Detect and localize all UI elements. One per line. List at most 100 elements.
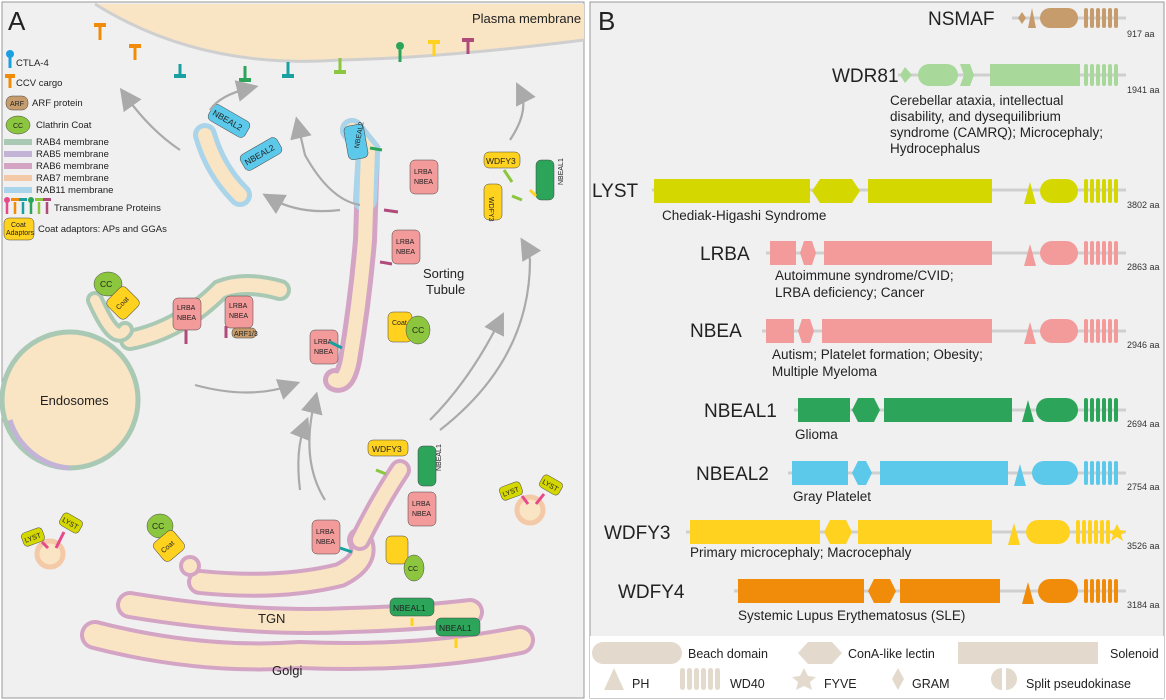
svg-text:WDFY3: WDFY3 [486,156,516,166]
beach-domain-icon [592,642,682,664]
svg-text:NBEA: NBEA [414,179,433,186]
svg-text:LYST: LYST [592,181,639,202]
svg-text:WDFY4: WDFY4 [618,582,685,603]
svg-text:RAB4 membrane: RAB4 membrane [36,137,109,148]
svg-text:Coat: Coat [392,320,407,327]
protein-lyst: LYST 3802 aa Chediak-Higashi Syndrome [592,179,1160,223]
ph-icon [604,668,624,690]
svg-text:2863 aa: 2863 aa [1127,262,1160,272]
legend-tm: Transmembrane Proteins [54,203,161,214]
svg-text:CC: CC [13,123,23,130]
svg-text:NBEAL1: NBEAL1 [558,158,565,185]
protein-nbeal2: NBEAL2 2754 aa Gray Platelet [696,461,1160,504]
svg-text:LRBA: LRBA [229,303,248,310]
svg-text:disability, and dysequilibrium: disability, and dysequilibrium [890,109,1061,124]
svg-text:Gray Platelet: Gray Platelet [793,489,871,504]
svg-text:LRBA: LRBA [414,169,433,176]
svg-text:Beach domain: Beach domain [688,647,768,661]
svg-text:1941 aa: 1941 aa [1127,85,1160,95]
svg-text:TGN: TGN [258,611,285,626]
svg-text:NBEA: NBEA [396,249,415,256]
svg-text:NBEAL1: NBEAL1 [439,623,472,633]
protein-lrba: LRBA 2863 aa Autoimmune syndrome/CVID; L… [700,241,1160,300]
svg-text:CC: CC [100,279,112,289]
svg-text:WDFY3: WDFY3 [372,444,402,454]
pm-proteins [94,23,474,82]
svg-text:NBEA: NBEA [229,313,248,320]
svg-text:Solenoid: Solenoid [1110,647,1159,661]
svg-text:WDR81: WDR81 [832,66,899,87]
svg-text:CC: CC [412,325,424,335]
protein-nbeal1: NBEAL1 2694 aa Glioma [704,398,1160,442]
svg-text:Multiple Myeloma: Multiple Myeloma [772,364,878,379]
svg-text:RAB11 membrane: RAB11 membrane [36,185,113,196]
svg-text:Autoimmune syndrome/CVID;: Autoimmune syndrome/CVID; [775,268,954,283]
svg-text:Coat: Coat [11,222,26,229]
svg-text:NBEAL1: NBEAL1 [393,603,426,613]
protein-wdr81: WDR81 1941 aa Cerebellar ataxia, intelle… [832,64,1160,156]
svg-text:LRBA deficiency; Cancer: LRBA deficiency; Cancer [775,285,925,300]
svg-text:Cerebellar ataxia, intellectua: Cerebellar ataxia, intellectual [890,93,1063,108]
svg-text:2754 aa: 2754 aa [1127,482,1160,492]
panel-a-letter: A [8,6,26,36]
endosome: Endosomes [0,274,291,471]
svg-text:NBEAL1: NBEAL1 [704,401,777,422]
svg-text:Sorting: Sorting [423,266,464,281]
svg-text:NBEA: NBEA [690,321,742,342]
svg-text:NBEAL2: NBEAL2 [696,464,769,485]
legend-ccv: CCV cargo [16,78,62,89]
legend-ctla4: CTLA-4 [16,58,49,69]
protein-wdfy4: WDFY4 3184 aa Systemic Lupus Erythematos… [618,579,1160,623]
svg-text:NBEAL1: NBEAL1 [436,444,443,471]
svg-text:Glioma: Glioma [795,427,838,442]
svg-text:Systemic Lupus Erythematosus (: Systemic Lupus Erythematosus (SLE) [738,608,965,623]
svg-text:3802 aa: 3802 aa [1127,200,1160,210]
endosome-tags: CC Coat LRBA NBEA LRBA NBEA ARF1/3 [93,271,258,344]
svg-text:Chediak-Higashi Syndrome: Chediak-Higashi Syndrome [662,208,826,223]
svg-text:Primary microcephaly; Macrocep: Primary microcephaly; Macrocephaly [690,545,912,560]
svg-text:Golgi: Golgi [272,663,302,678]
nbeal2-vesicle: NBEAL2 NBEAL2 [193,104,283,207]
svg-text:Adaptors: Adaptors [6,230,35,237]
svg-text:Split pseudokinase: Split pseudokinase [1026,677,1131,691]
svg-text:WDFY3: WDFY3 [487,197,494,222]
lyst-vesicle-right: LYST LYST [499,474,563,526]
legend-coat: Coat adaptors: APs and GGAs [38,224,167,235]
svg-text:LRBA: LRBA [412,501,431,508]
svg-text:2694 aa: 2694 aa [1127,419,1160,429]
wdfy3-nbeal1-cluster: WDFY3 NBEAL1 WDFY3 [483,151,565,222]
svg-text:WD40: WD40 [730,677,765,691]
fyve-icon [792,668,816,690]
svg-text:Hydrocephalus: Hydrocephalus [890,141,980,156]
svg-text:LRBA: LRBA [314,339,333,346]
svg-text:RAB5 membrane: RAB5 membrane [36,149,109,160]
panel-a: Plasma membrane A CTLA-4 CCV cargo [0,1,585,699]
svg-text:GRAM: GRAM [912,677,950,691]
svg-text:LRBA: LRBA [396,239,415,246]
svg-text:NSMAF: NSMAF [928,9,995,30]
split-pseudokinase-icon [991,668,1017,690]
wd40-icon [680,668,720,690]
svg-text:PH: PH [632,677,649,691]
plasma-membrane-label: Plasma membrane [472,11,581,26]
svg-text:NBEA: NBEA [412,511,431,518]
tubule-tags: NBEAL2 LRBA NBEA LRBA NBEA LRBA NBEA Coa… [309,121,439,365]
lyst-vesicle-left: LYST LYST [21,512,83,570]
cona-lectin-icon [798,642,842,664]
svg-text:917 aa: 917 aa [1127,29,1155,39]
svg-text:ConA-like lectin: ConA-like lectin [848,647,935,661]
svg-text:LRBA: LRBA [700,244,750,265]
golgi-nbeal1-tags: NBEAL1 NBEAL1 [389,597,481,648]
svg-text:ARF: ARF [10,101,24,108]
svg-text:2946 aa: 2946 aa [1127,340,1160,350]
svg-text:FYVE: FYVE [824,677,857,691]
svg-text:RAB7 membrane: RAB7 membrane [36,173,109,184]
protein-nbea: NBEA 2946 aa Autism; Platelet formation;… [690,319,1160,379]
svg-text:Autism; Platelet formation; Ob: Autism; Platelet formation; Obesity; [772,347,983,362]
gram-icon [892,668,904,690]
cc-vesicle: CC Coat [146,513,201,577]
svg-text:ARF1/3: ARF1/3 [234,331,258,338]
legend-arf: ARF protein [32,98,83,109]
svg-text:3184 aa: 3184 aa [1127,600,1160,610]
svg-text:NBEA: NBEA [316,539,335,546]
